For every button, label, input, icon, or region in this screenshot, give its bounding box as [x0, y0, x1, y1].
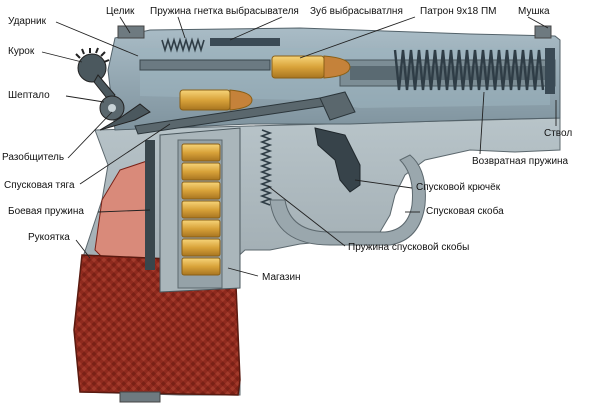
- label-udarnik: Ударник: [8, 16, 47, 27]
- magazine-cartridges: [181, 143, 221, 276]
- trigger-guard-spring: [259, 129, 273, 206]
- leader-lines: [41, 16, 557, 277]
- label-boevaya: Боевая пружина: [8, 206, 84, 217]
- label-tselik: Целик: [106, 6, 135, 17]
- label-magazin: Магазин: [262, 272, 301, 283]
- chambered-cartridge: [271, 55, 351, 79]
- label-razobshchitel: Разобщитель: [2, 152, 65, 163]
- label-kurok: Курок: [8, 46, 35, 57]
- trigger-guard: [269, 154, 426, 246]
- firing-pin: [139, 59, 271, 71]
- label-stvol: Ствол: [544, 128, 573, 139]
- label-patron: Патрон 9х18 ПМ: [420, 6, 497, 17]
- label-spuskovaya-tyaga: Спусковая тяга: [4, 180, 75, 191]
- label-pruzhina-skoby: Пружина спусковой скобы: [348, 242, 470, 253]
- label-spuskovoy-kryuchok: Спусковой крючёк: [416, 182, 501, 193]
- label-pruzhina-gnetka: Пружина гнетка выбрасывателя: [150, 6, 299, 17]
- trigger: [314, 127, 361, 193]
- label-skoba: Спусковая скоба: [426, 206, 504, 217]
- label-vozvratnaya: Возвратная пружина: [472, 156, 569, 167]
- label-sheptalo: Шептало: [8, 90, 50, 101]
- label-zub: Зуб выбрасыватлня: [310, 6, 403, 17]
- label-rukoyatka: Рукоятка: [28, 232, 70, 243]
- recoil-spring: [393, 49, 545, 91]
- label-mushka: Мушка: [518, 6, 550, 17]
